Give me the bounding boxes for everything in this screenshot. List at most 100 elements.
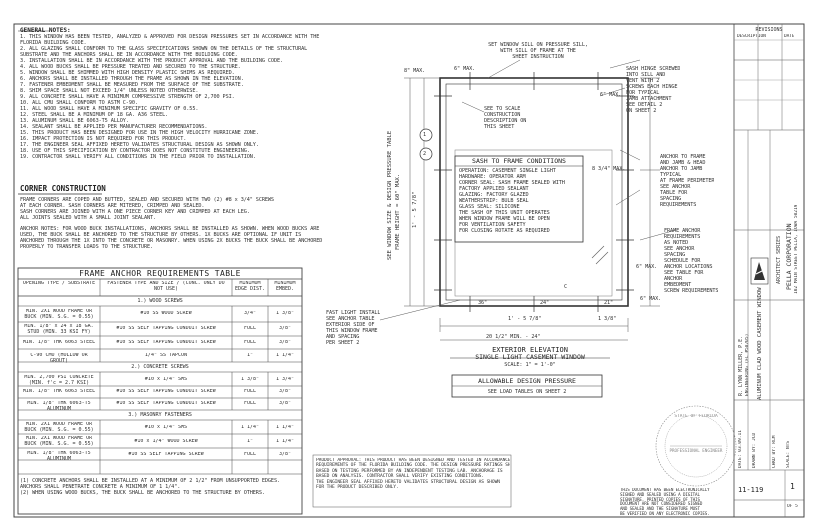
table-cell: 3/8" xyxy=(278,326,292,331)
width-dim: 36" xyxy=(478,300,488,306)
table-cell: 1 1/4" xyxy=(240,425,260,430)
anchor-notes-line: ANCHORED THROUGH THE 1X INTO THE CONCRET… xyxy=(20,238,323,244)
sheet-of: OF 5 xyxy=(787,504,798,509)
table-cell: 1 1/4" xyxy=(275,353,295,358)
sash-callout: SASH HINGE SCREWED INTO SILL AND VENT WI… xyxy=(626,66,680,114)
anchor-notes: ANCHOR NOTES: FOR WOOD BUCK INSTALLATION… xyxy=(20,226,390,250)
engineer-note-line: BE VERIFIED ON ANY ELECTRONIC COPIES. xyxy=(620,510,710,516)
table-section-2: 2.) CONCRETE SCREWS xyxy=(131,364,189,370)
table-cell: C-90 CMU (HOLLOW OR GROUT) xyxy=(30,353,88,364)
table-cell: #10 SS WOOD SCREW xyxy=(140,311,192,316)
general-notes-line: 9. ALL CONCRETE SHALL HAVE A MINIMUM COM… xyxy=(20,94,235,100)
general-notes-line: 13. ALUMINUM SHALL BE 6063-T5 ALLOY. xyxy=(20,118,129,124)
top-dim-label: 6" MAX. xyxy=(454,66,476,72)
sash-conditions-line: HARDWARE: OPERATOR ARM xyxy=(459,174,526,180)
engineer-note-line: THIS DOCUMENT HAS BEEN ELECTRONICALLY xyxy=(620,488,710,492)
general-notes-line: FLORIDA BUILDING CODE. xyxy=(20,40,87,46)
sash-callout-line: VENT WITH 2 xyxy=(626,78,660,84)
table-cell: MIN. 2X1 WOOD FRAME OR BUCK (MIN. S.G. =… xyxy=(24,436,94,447)
table-cell: 1/4" SS TAPCON xyxy=(144,353,188,358)
table-cell: #10 x 1/4" SMS xyxy=(144,377,188,382)
table-cell: MIN. 1/8" x 24 x 18 GA. STUD (MIN. 33 KS… xyxy=(24,324,94,335)
sash-conditions-box xyxy=(454,155,584,243)
height-label-2: FRAME HEIGHT = 60" MAX. xyxy=(395,173,401,250)
top-callout-line: SHEET INSTRUCTION xyxy=(512,54,564,60)
general-notes-line: 6. ANCHORS SHALL BE INSTALLED THROUGH TH… xyxy=(20,76,244,82)
company-address: 102 MAIN STREET PELLA, IOWA 50219 xyxy=(794,204,799,294)
frame-anchor-callout-line: AS NOTED xyxy=(664,240,689,246)
height-label: SEE WINDOW SIZE & DESIGN PRESSURE TABLE xyxy=(387,130,393,260)
table-cell: MIN. 2,700 PSI CONCRETE (MIN. f'c = 2.7 … xyxy=(24,375,94,386)
revision-col-date: DATE xyxy=(784,34,795,39)
sash-conditions-line: GLASS SEAL: SILICONE xyxy=(459,204,520,210)
sash-conditions-line: WHEN WINDOW FRAME WILL BE OPEN xyxy=(459,216,550,222)
revision-header: REVISIONS xyxy=(755,27,783,33)
table-footnote: ANCHORS SHALL PENETRATE CONCRETE A MINIM… xyxy=(20,484,181,490)
sash-conditions-line: THE SASH OF THIS UNIT OPERATES xyxy=(459,210,550,216)
checked-by: CHKD BY: RLM xyxy=(772,435,777,468)
table-cell: 1" xyxy=(246,353,254,358)
drawing-number: 11-119 xyxy=(738,486,764,494)
anchor-callout-line: TABLE FOR xyxy=(660,190,688,196)
table-cell: 1 3/8" xyxy=(275,311,295,316)
general-notes-line: 19. CONTRACTOR SHALL VERIFY ALL CONDITIO… xyxy=(20,154,256,160)
table-footnote: (1) CONCRETE ANCHORS SHALL BE INSTALLED … xyxy=(20,478,280,484)
overall-width: 20 1/2" MIN. - 24" xyxy=(486,334,541,340)
table-cell: FULL xyxy=(243,326,257,331)
width-dim: 24" xyxy=(540,300,550,306)
design-pressure-note: SEE LOAD TABLES ON SHEET 2 xyxy=(487,389,567,395)
sash-conditions-notes: OPERATION: CASEMENT SINGLE LIGHT HARDWAR… xyxy=(459,168,581,234)
table-cell: MIN. 1/8" THK 6063-T5 ALUMINUM xyxy=(27,401,91,412)
right-dim-low: 6" MAX. xyxy=(636,264,658,270)
table-cell: MIN. 1/8" THK 6063 STEEL xyxy=(22,340,96,345)
table-cell: FULL xyxy=(243,340,257,345)
general-notes-line: 12. STEEL SHALL BE A MINIMUM OF 18 GA. A… xyxy=(20,112,169,118)
anchor-callout-line: SEE ANCHOR xyxy=(660,184,691,190)
detail-tag-2: 2 xyxy=(423,151,427,157)
sash-conditions-line: OPERATION: CASEMENT SINGLE LIGHT xyxy=(459,168,556,174)
sash-callout-line: ON SHEET 2 xyxy=(626,108,657,114)
table-footnote: (2) WHEN USING WOOD BUCKS, THE BUCK SHAL… xyxy=(20,490,265,496)
bottom-callout-line: AND SPACING xyxy=(326,334,360,340)
top-callout-line: WITH SILL OF FRAME AT THE xyxy=(500,48,576,54)
engineer-note-line: DOCUMENT ARE NOT CONSIDERED SIGNED xyxy=(620,501,703,507)
detail-tag-1: 1 xyxy=(423,132,427,138)
table-header-embed: MINIMUM EMBED. xyxy=(274,281,296,292)
table-cell: MIN. 2X1 WOOD FRAME OR BUCK (MIN. S.G. =… xyxy=(24,309,94,320)
sash-callout-line: FOR TYPICAL xyxy=(626,90,660,96)
frame-anchor-callout-line: SEE ANCHOR xyxy=(664,246,695,252)
height-value: 1' - 5 7/8" xyxy=(412,191,418,228)
anchor-notes-line: PROPERLY TO TRANSFER LOADS TO THE STRUCT… xyxy=(20,244,154,250)
general-notes-line: SUBSTRATE AND THE ANCHORS SHALL BE IN AC… xyxy=(20,52,238,58)
stamp-center-text: PROFESSIONAL ENGINEER xyxy=(669,448,723,453)
anchor-callout-line: ANCHOR TO FRAME xyxy=(660,154,706,160)
table-cell: 1 3/4" xyxy=(275,377,295,382)
frame-anchor-callout-line: SPACING xyxy=(664,252,686,258)
product-approval-line: BASED ON ANALYSIS. CONTRACTOR SHALL VERI… xyxy=(316,474,484,480)
table-cell: MIN. 1/8" THK 6063-T5 ALUMINUM xyxy=(27,451,91,462)
frame-anchor-callout-line: ANCHOR LOCATIONS xyxy=(664,264,713,270)
table-cell: 3/8" xyxy=(278,389,292,394)
table-cell: #10 SS SELF TAPPING CONDUIT SCREW xyxy=(116,340,216,345)
detail-bubble-2 xyxy=(419,147,433,161)
bottom-callout-line: SEE ANCHOR TABLE xyxy=(326,316,375,322)
frame-anchor-table-grid xyxy=(17,267,303,515)
table-section-3: 3.) MASONRY FASTENERS xyxy=(128,412,192,418)
sheet-number: 1 xyxy=(790,482,795,491)
exterior-elevation-subtitle: SINGLE LIGHT CASEMENT WINDOW xyxy=(475,353,585,361)
general-notes-line: 15. THIS PRODUCT HAS BEEN DESIGNED FOR U… xyxy=(20,130,259,136)
engineer-note-line: SIGNATURE. PRINTED COPIES OF THIS xyxy=(620,496,700,502)
anchor-callout-line: ANCHOR TO JAMB xyxy=(660,166,703,172)
frame-anchor-callout-line: FRAME ANCHOR xyxy=(664,228,701,234)
product-approval-line: FOR THE PRODUCT DESCRIBED ONLY. xyxy=(316,485,399,491)
exterior-elevation-title: EXTERIOR ELEVATION xyxy=(492,346,568,354)
table-cell: 3/8" xyxy=(278,452,292,457)
detail-bubble-1 xyxy=(419,128,433,142)
table-cell: 1 1/4" xyxy=(275,439,295,444)
frame-anchor-callout-line: SCREW REQUIREMENTS xyxy=(664,288,719,294)
revision-col-description: DESCRIPTION xyxy=(737,34,766,39)
engineer-note: THIS DOCUMENT HAS BEEN ELECTRONICALLY SI… xyxy=(620,488,730,517)
anchor-callout-line: AND JAMB & HEAD xyxy=(660,160,706,166)
construction-callout-line: THIS SHEET xyxy=(484,124,515,130)
